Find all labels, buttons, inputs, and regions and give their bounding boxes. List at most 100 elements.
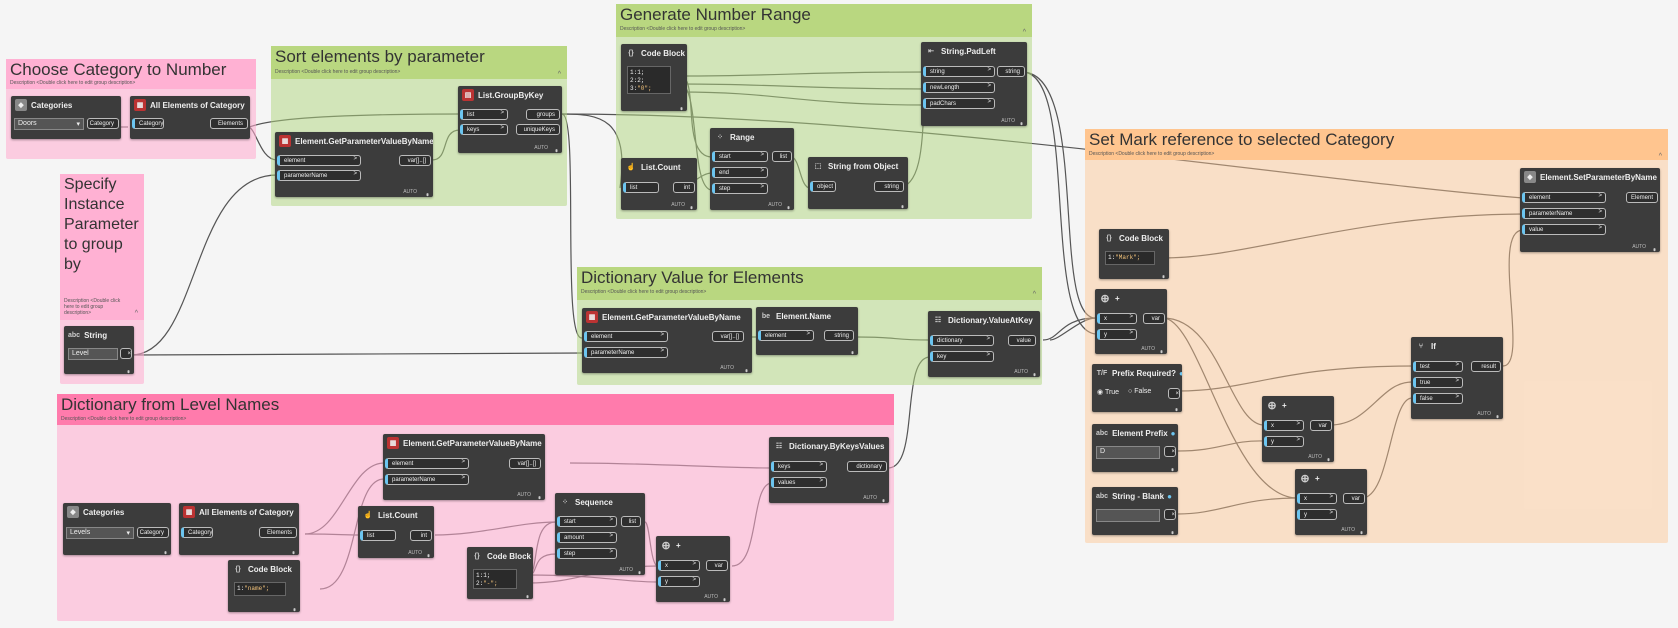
input-port[interactable]: x>	[658, 560, 700, 571]
node-add-3[interactable]: ⊕+ x> y> var AUTO•••	[1295, 469, 1367, 535]
node-list-count-2[interactable]: ☝List.Count list int AUTO•••	[358, 506, 434, 558]
string-input[interactable]: Level	[68, 348, 118, 360]
input-port[interactable]: parameterName>	[584, 347, 668, 358]
input-port[interactable]: false>	[1413, 393, 1463, 404]
prefix-input[interactable]: D	[1096, 446, 1160, 459]
output-port[interactable]: var[]..[]	[712, 331, 744, 342]
node-get-parameter-value-2[interactable]: ▦Element.GetParameterValueByName element…	[582, 308, 752, 373]
output-port[interactable]: value	[1008, 335, 1036, 346]
code-editor[interactable]: 1:"name";	[234, 582, 286, 596]
node-dictionary-by-keys-values[interactable]: ☷Dictionary.ByKeysValues keys> values> d…	[769, 437, 889, 503]
input-port[interactable]: x>	[1097, 313, 1137, 324]
output-port[interactable]: var	[1310, 420, 1332, 431]
input-port[interactable]: list	[360, 530, 396, 541]
output-port[interactable]: ×	[120, 348, 132, 359]
collapse-icon[interactable]: ^	[557, 71, 561, 78]
output-port[interactable]: var	[1343, 493, 1365, 504]
radio-false[interactable]: ○ False	[1128, 388, 1152, 395]
output-port[interactable]: list	[772, 151, 792, 162]
node-string-from-object[interactable]: ⬚String from Object object string •••	[808, 157, 908, 209]
node-categories-doors[interactable]: ◆Categories Doors▾ Category	[11, 96, 121, 139]
node-code-block-dash[interactable]: {}Code Block 1:1; 2:"-"; •••	[467, 547, 533, 599]
output-port[interactable]: var[]..[]	[399, 155, 431, 166]
category-dropdown[interactable]: Levels▾	[66, 527, 134, 539]
input-port[interactable]: list>	[460, 109, 508, 120]
code-editor[interactable]: 1:"Mark";	[1105, 251, 1155, 265]
input-port[interactable]: y>	[1297, 509, 1337, 520]
node-all-elements-of-category-2[interactable]: ▦All Elements of Category Category Eleme…	[179, 503, 299, 555]
node-categories-levels[interactable]: ◆Categories Levels▾ Category •••	[63, 503, 171, 555]
collapse-icon[interactable]: ^	[134, 310, 138, 317]
input-port[interactable]: keys>	[771, 461, 827, 472]
input-port[interactable]: values>	[771, 477, 827, 488]
output-port[interactable]: Category	[137, 527, 169, 538]
node-code-block-range[interactable]: {}Code Block 1:1; 2:2; 3:"0"; •••	[621, 44, 687, 111]
input-port[interactable]: end>	[712, 167, 768, 178]
node-add-4[interactable]: ⊕+ x> y> var AUTO•••	[656, 536, 730, 602]
input-port[interactable]: object	[810, 181, 836, 192]
node-add-2[interactable]: ⊕+ x> y> var AUTO•••	[1262, 396, 1334, 462]
input-port[interactable]: newLength>	[923, 82, 995, 93]
collapse-icon[interactable]: ^	[1022, 29, 1026, 36]
output-port[interactable]: uniqueKeys	[516, 124, 560, 135]
output-port[interactable]: int	[410, 530, 432, 541]
node-add-1[interactable]: ⊕+ x> y> var AUTO•••	[1095, 289, 1167, 354]
blank-input[interactable]	[1096, 509, 1160, 522]
collapse-icon[interactable]: ^	[1658, 153, 1662, 160]
input-port[interactable]: x>	[1264, 420, 1304, 431]
output-port[interactable]: Elements	[210, 118, 248, 129]
input-port[interactable]: y>	[658, 576, 700, 587]
input-port[interactable]: parameterName>	[1522, 208, 1606, 219]
input-port[interactable]: amount>	[557, 532, 617, 543]
input-port[interactable]: true>	[1413, 377, 1463, 388]
category-dropdown[interactable]: Doors▾	[14, 118, 84, 130]
output-port[interactable]: var[]..[]	[509, 458, 541, 469]
node-dictionary-value-at-key[interactable]: ☷Dictionary.ValueAtKey dictionary> key> …	[928, 311, 1040, 377]
input-port[interactable]: string>	[923, 66, 995, 77]
node-code-block-name[interactable]: {}Code Block 1:"name"; •••	[228, 560, 300, 612]
output-port[interactable]: dictionary	[847, 461, 887, 472]
output-port[interactable]: Element	[1626, 192, 1658, 203]
output-port[interactable]: ×	[1168, 388, 1180, 399]
input-port[interactable]: parameterName>	[385, 474, 469, 485]
input-port[interactable]: step>	[712, 183, 768, 194]
output-port[interactable]: result	[1471, 361, 1501, 372]
input-port[interactable]: element>	[758, 330, 814, 341]
node-list-count[interactable]: ☝List.Count list int AUTO•••	[621, 158, 697, 210]
output-port[interactable]: ×	[1164, 509, 1176, 520]
input-port[interactable]: y>	[1097, 329, 1137, 340]
input-port[interactable]: keys>	[460, 124, 508, 135]
input-port[interactable]: dictionary>	[930, 335, 994, 346]
output-port[interactable]: Category	[87, 118, 119, 129]
input-port[interactable]: element>	[1522, 192, 1606, 203]
output-port[interactable]: Elements	[259, 527, 297, 538]
node-set-parameter-by-name[interactable]: ◆Element.SetParameterByName element> par…	[1520, 168, 1660, 252]
output-port[interactable]: int	[673, 182, 695, 193]
input-port[interactable]: start>	[712, 151, 768, 162]
input-port[interactable]: element>	[277, 155, 361, 166]
input-port[interactable]: padChars>	[923, 98, 995, 109]
node-sequence[interactable]: ⁘Sequence start> amount> step> list AUTO…	[555, 493, 645, 575]
input-port[interactable]: element>	[385, 458, 469, 469]
input-port[interactable]: Category	[181, 527, 213, 538]
input-port[interactable]: test>	[1413, 361, 1463, 372]
input-port[interactable]: step>	[557, 548, 617, 559]
node-range[interactable]: ⁘Range start> end> step> list AUTO•••	[710, 128, 794, 210]
code-editor[interactable]: 1:1; 2:"-";	[473, 569, 517, 589]
output-port[interactable]: list	[621, 516, 641, 527]
node-code-block-mark[interactable]: {}Code Block 1:"Mark"; •••	[1099, 229, 1169, 279]
output-port[interactable]: var	[706, 560, 728, 571]
input-port[interactable]: element>	[584, 331, 668, 342]
input-port[interactable]: Category	[132, 118, 164, 129]
input-port[interactable]: y>	[1264, 436, 1304, 447]
input-port[interactable]: x>	[1297, 493, 1337, 504]
collapse-icon[interactable]: ^	[1032, 291, 1036, 298]
node-get-parameter-value[interactable]: ▦Element.GetParameterValueByName element…	[275, 132, 433, 197]
output-port[interactable]: string	[874, 181, 904, 192]
output-port[interactable]: var	[1143, 313, 1165, 324]
